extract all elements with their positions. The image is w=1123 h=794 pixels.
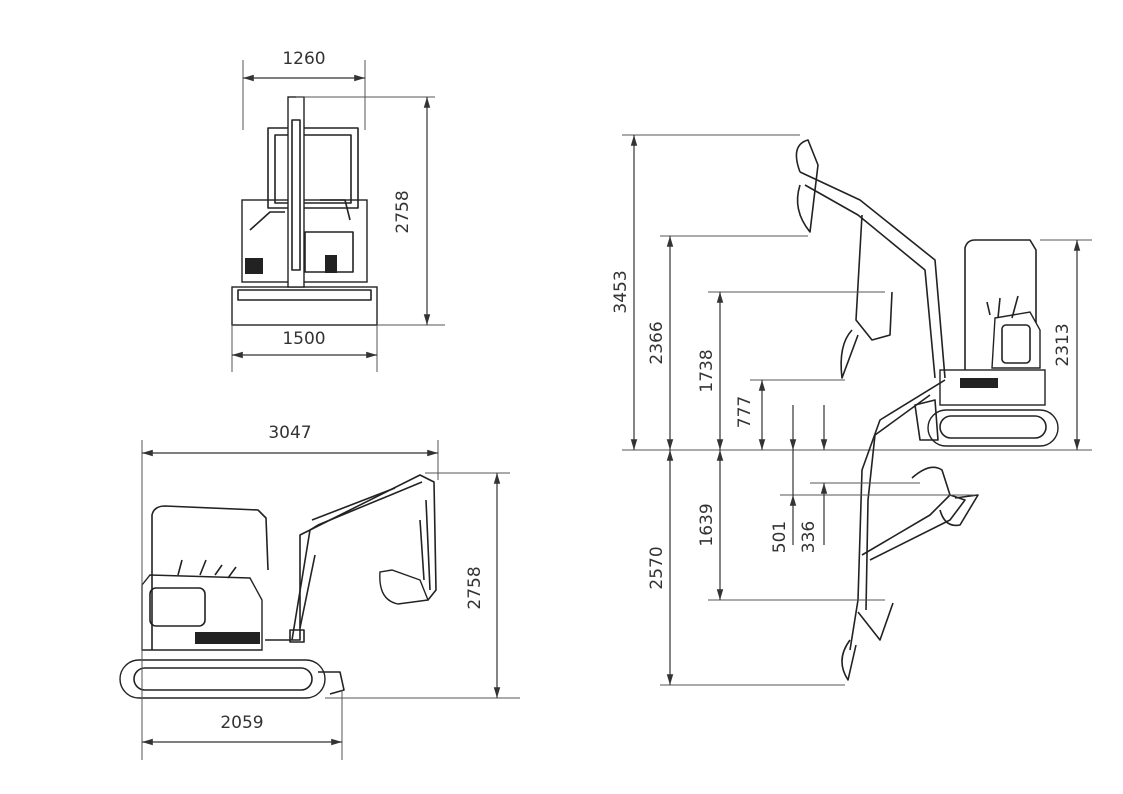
- working-range-excavator-outline: [795, 139, 1059, 681]
- dimension-blade-501: 501: [770, 405, 797, 553]
- dimension-max-dig-height: 3453: [611, 135, 638, 450]
- side-view: 3047 2758 2059: [119, 423, 520, 760]
- working-range-view: 3453 2366 1738 777 2313 501 336: [611, 134, 1092, 686]
- dimension-vertical-dig-depth: 1639: [697, 450, 724, 600]
- dimension-dump-height-low: 777: [735, 380, 766, 450]
- side-excavator-outline: [119, 474, 437, 699]
- dimension-height-2758-side: 2758: [325, 472, 520, 699]
- dim-label-2366: 2366: [647, 321, 667, 364]
- dimension-width-1260: 1260: [242, 49, 366, 130]
- dim-label-1738: 1738: [697, 349, 717, 392]
- dim-label-501: 501: [770, 521, 790, 553]
- dimension-height-2758-front: 2758: [296, 96, 445, 326]
- front-excavator-outline: [231, 96, 378, 326]
- dim-label-overall-length: 3047: [268, 423, 311, 443]
- dim-label-side-height: 2758: [465, 566, 485, 609]
- dimension-max-dump-height: 2366: [647, 236, 674, 450]
- dimension-overall-length-3047: 3047: [141, 423, 439, 760]
- dim-label-777: 777: [735, 396, 755, 428]
- dim-label-1639: 1639: [697, 503, 717, 546]
- dimension-canopy-height: 2313: [1053, 240, 1081, 450]
- front-view: 1260 2758 1500: [231, 49, 445, 372]
- dimension-max-dig-depth: 2570: [647, 450, 674, 685]
- dim-label-front-height: 2758: [393, 190, 413, 233]
- dimension-dump-height-mid: 1738: [697, 292, 724, 450]
- dim-label-336: 336: [799, 521, 819, 553]
- dim-label-3453: 3453: [611, 270, 631, 313]
- dim-label-2313: 2313: [1053, 323, 1073, 366]
- dim-label-front-width: 1260: [282, 49, 325, 69]
- dimension-blade-336: 336: [799, 405, 828, 553]
- dim-label-2570: 2570: [647, 546, 667, 589]
- dim-label-track-length: 2059: [220, 713, 263, 733]
- dim-label-track-width: 1500: [282, 329, 325, 349]
- dimension-track-length-2059: 2059: [142, 690, 343, 760]
- dimension-track-width-1500: 1500: [231, 325, 378, 372]
